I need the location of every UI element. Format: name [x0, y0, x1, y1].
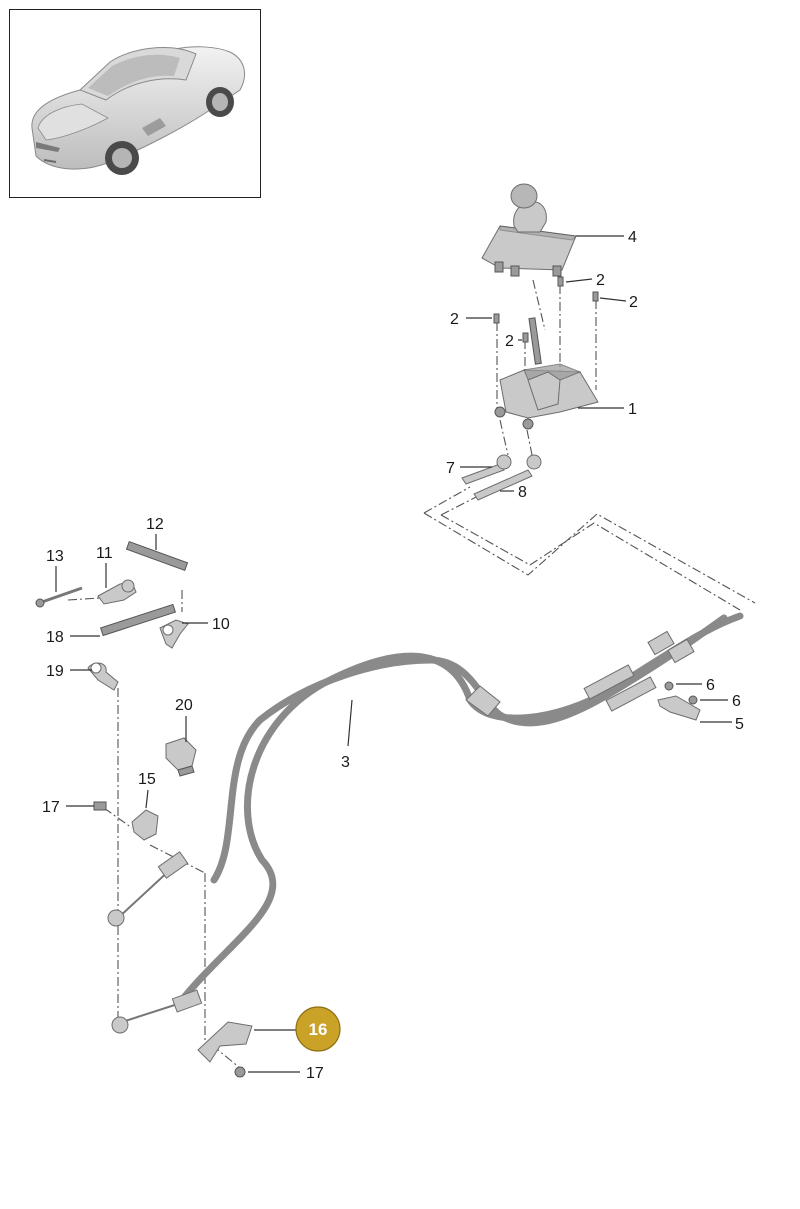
callout-8[interactable]: 8 — [518, 484, 527, 501]
callout-11[interactable]: 11 — [96, 545, 113, 562]
part-3-shift-cable-assembly[interactable] — [107, 612, 744, 1034]
part-20-block[interactable] — [165, 737, 197, 777]
callout-6[interactable]: 6 — [706, 677, 715, 694]
part-6-nuts[interactable] — [664, 681, 698, 705]
assembly-dash-lines — [67, 279, 756, 1069]
callout-2[interactable]: 2 — [596, 272, 605, 289]
callout-labels: 4 2 2 2 2 1 7 8 3 6 6 5 12 11 13 10 18 1… — [42, 229, 744, 1082]
callout-7[interactable]: 7 — [446, 460, 455, 477]
callout-16[interactable]: 16 — [309, 1020, 328, 1039]
part-13-bolt[interactable] — [35, 586, 83, 608]
car-thumbnail-icon — [31, 46, 246, 175]
vehicle-thumbnail — [9, 9, 261, 198]
part-7-cable-end[interactable] — [461, 454, 512, 485]
callout-5[interactable]: 5 — [735, 716, 744, 733]
callout-4[interactable]: 4 — [628, 229, 637, 246]
part-4-shift-boot[interactable] — [481, 183, 578, 277]
callout-12[interactable]: 12 — [146, 516, 164, 533]
highlight-badge[interactable] — [295, 1006, 341, 1052]
callout-10[interactable]: 10 — [212, 616, 230, 633]
callout-15[interactable]: 15 — [138, 771, 156, 788]
callout-2[interactable]: 2 — [450, 311, 459, 328]
callout-19[interactable]: 19 — [46, 663, 64, 680]
part-2-screws[interactable] — [493, 276, 599, 343]
part-18-rod[interactable] — [99, 603, 177, 637]
callout-16-highlighted[interactable]: 16 — [295, 1006, 341, 1052]
part-10-clip[interactable] — [159, 619, 189, 649]
part-17-bolt-lower[interactable] — [234, 1066, 246, 1078]
callout-2[interactable]: 2 — [629, 294, 638, 311]
part-15-bracket[interactable] — [131, 809, 159, 841]
callout-6[interactable]: 6 — [732, 693, 741, 710]
callout-20[interactable]: 20 — [175, 697, 193, 714]
callout-13[interactable]: 13 — [46, 548, 64, 565]
callout-17[interactable]: 17 — [306, 1065, 324, 1082]
callout-2[interactable]: 2 — [505, 333, 514, 350]
callout-3[interactable]: 3 — [341, 754, 350, 771]
leader-lines — [55, 235, 732, 1073]
part-8-cable-end[interactable] — [473, 454, 542, 501]
part-5-bracket[interactable] — [657, 695, 701, 721]
callout-1[interactable]: 1 — [628, 401, 637, 418]
callout-17[interactable]: 17 — [42, 799, 60, 816]
callout-18[interactable]: 18 — [46, 629, 64, 646]
part-17-bolt-upper[interactable] — [93, 801, 107, 811]
part-11-lever[interactable] — [97, 579, 137, 605]
part-12-rod[interactable] — [125, 540, 189, 572]
part-16-bracket[interactable] — [197, 1021, 253, 1063]
part-1-gear-shift-housing[interactable] — [494, 317, 599, 430]
part-19-clip[interactable] — [87, 662, 119, 691]
